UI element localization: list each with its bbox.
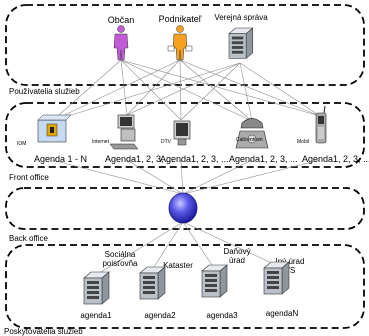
agenda2-server-icon (139, 266, 166, 300)
iom-terminal-icon (37, 114, 72, 143)
back-office-label: Back office (9, 234, 49, 243)
channel-iom-label: IOM (17, 141, 26, 147)
provider-other-label-2: VS (285, 266, 296, 275)
front-office-label: Front office (9, 173, 49, 182)
channel-mobil-agenda: Agenda1, 2, 3, ... (302, 154, 369, 164)
zone-providers (5, 244, 365, 329)
channel-internet-label: Internet (92, 139, 110, 145)
channel-dtv-agenda: Agenda1, 2, 3, ... (160, 154, 229, 164)
provider-social-label-1: Sociálna (105, 250, 136, 259)
public-admin-server-icon (228, 27, 254, 59)
tv-icon (173, 120, 191, 146)
citizen-icon (113, 25, 129, 61)
provider-social-label-2: poisťovňa (102, 259, 138, 268)
channel-callcenter-agenda: Agenda1, 2, 3, ... (229, 154, 298, 164)
agendaN-server-icon (263, 261, 290, 295)
provider-tax-label-1: Daňový (223, 247, 250, 256)
users-zone-label: Používatelia služieb (9, 87, 80, 96)
provider-agenda2-label: agenda2 (144, 311, 176, 320)
entrepreneur-icon (167, 25, 193, 61)
computer-icon (109, 114, 139, 150)
provider-agenda1-label: agenda1 (80, 311, 112, 320)
channel-iom-agenda: Agenda 1 - N (34, 154, 87, 164)
integration-hub (168, 192, 198, 224)
provider-agendaN-label: agendaN (266, 309, 299, 318)
channel-callcenter-label: Callcentrum (236, 137, 263, 143)
connector-lines (51, 59, 321, 276)
agenda3-server-icon (201, 264, 228, 298)
provider-tax-label-2: úrad (229, 256, 245, 265)
agenda1-server-icon (83, 271, 110, 305)
actor-entrepreneur-label: Podnikateľ (159, 14, 202, 24)
zone-users (5, 4, 365, 86)
telephone-icon (235, 118, 269, 149)
channel-internet-agenda: Agenda1, 2, 3, ... (105, 154, 174, 164)
actor-citizen-label: Občan (108, 15, 135, 25)
channel-dtv-label: DTV (161, 139, 172, 145)
mobile-phone-icon (315, 105, 327, 144)
providers-zone-label: Poskytovatelia služieb (4, 327, 83, 336)
actor-public-admin-label: Verejná správa (214, 13, 268, 22)
channel-mobil-label: Mobil (297, 139, 309, 145)
provider-cadastre-label: Kataster (163, 261, 193, 270)
provider-agenda3-label: agenda3 (206, 311, 238, 320)
zone-front-office (5, 102, 365, 168)
zone-back-office (5, 187, 365, 230)
provider-other-label-1: Iný úrad (276, 257, 305, 266)
